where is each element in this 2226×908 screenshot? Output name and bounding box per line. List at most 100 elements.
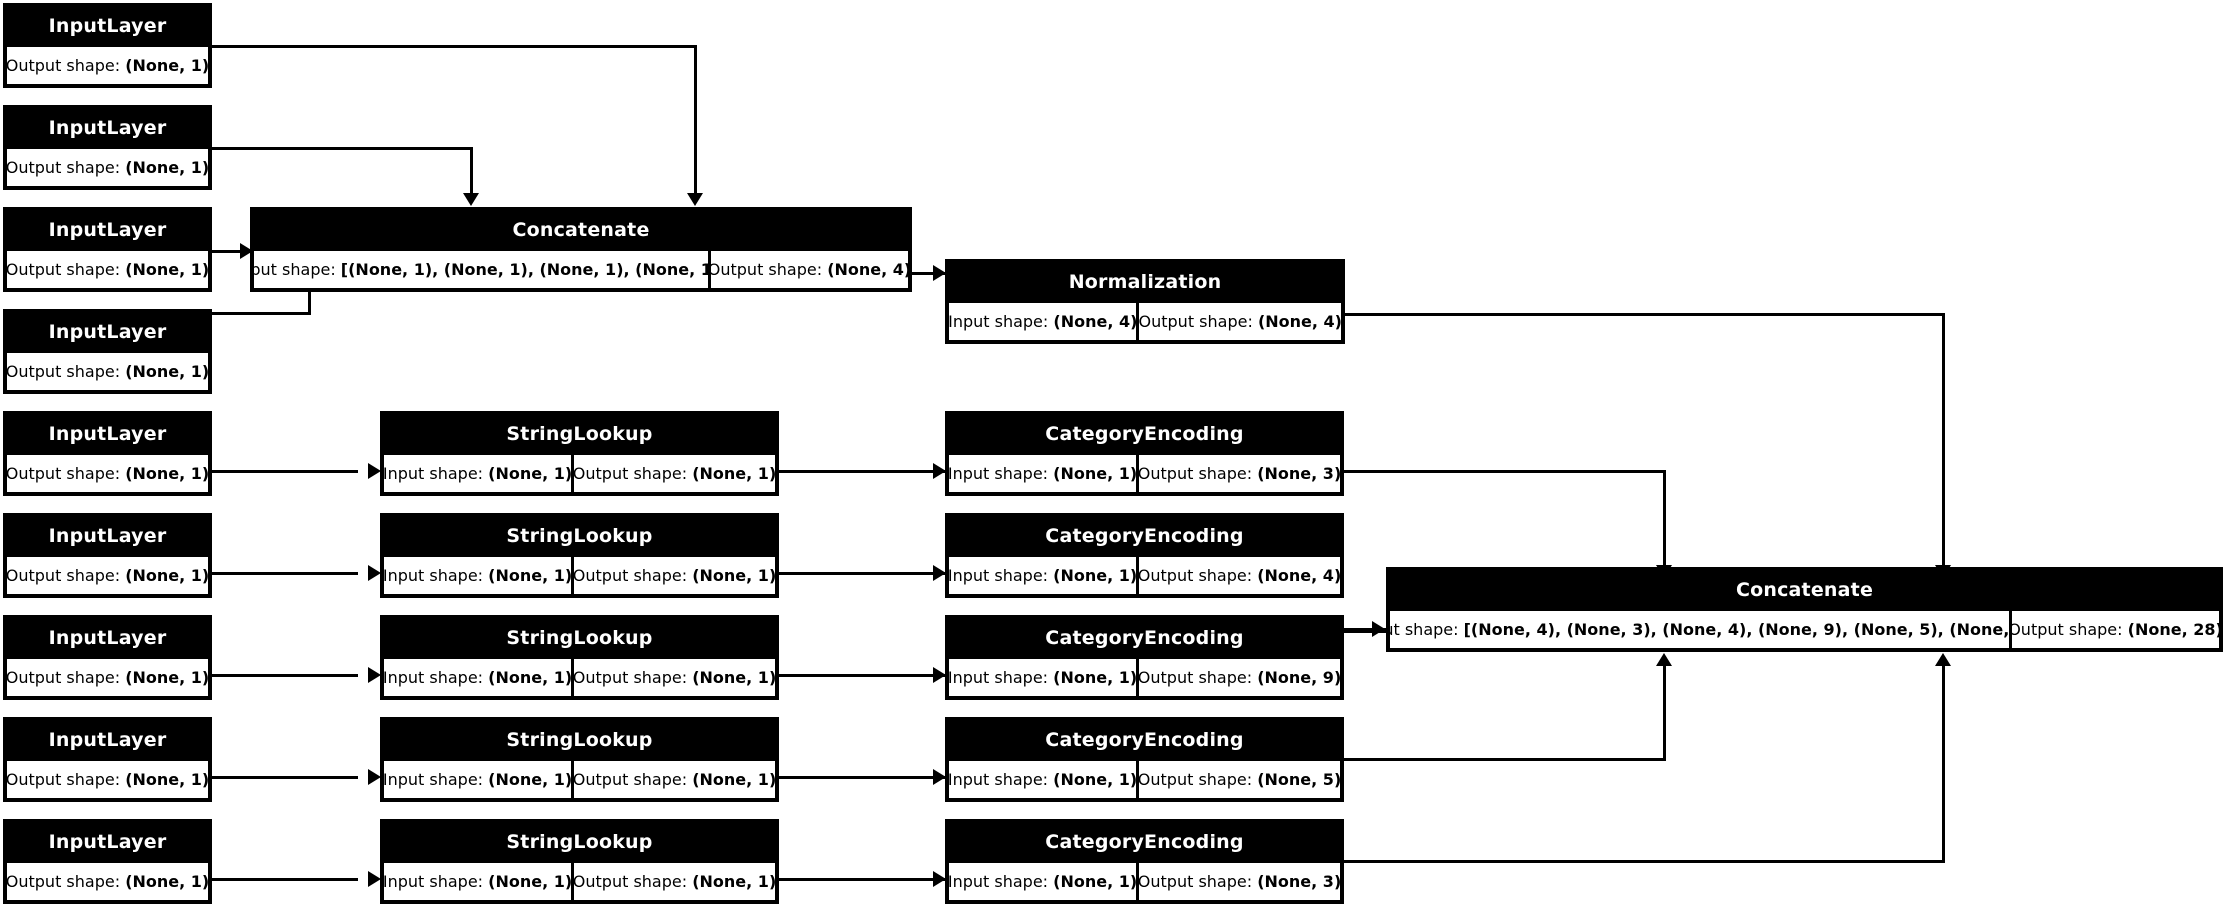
output-shape-value: (None, 4) — [1257, 312, 1342, 331]
output-shape-value: (None, 28) — [2127, 620, 2220, 639]
node-categoryencoding-4[interactable]: CategoryEncoding Input shape: (None, 1) … — [945, 717, 1344, 802]
node-input-shape: Input shape: (None, 1) — [383, 658, 573, 697]
output-shape-value: (None, 1) — [692, 464, 776, 483]
node-title: StringLookup — [383, 822, 776, 862]
node-inputlayer-8[interactable]: InputLayer Output shape: (None, 1) — [3, 717, 212, 802]
output-shape-value: (None, 1) — [692, 566, 776, 585]
node-categoryencoding-3[interactable]: CategoryEncoding Input shape: (None, 1) … — [945, 615, 1344, 700]
input-shape-label: Input shape: — [948, 566, 1049, 585]
node-concatenate-all[interactable]: Concatenate Input shape: [(None, 4), (No… — [1386, 567, 2223, 652]
node-output-shape: Output shape: (None, 1) — [572, 760, 776, 799]
input-shape-value: (None, 1) — [1053, 464, 1138, 483]
arrowhead-lookup3-encode3 — [933, 667, 946, 683]
edge-encode4-concatall — [1344, 758, 1666, 761]
arrowhead-input5-lookup1 — [368, 463, 381, 479]
node-inputlayer-5[interactable]: InputLayer Output shape: (None, 1) — [3, 411, 212, 496]
output-shape-value: (None, 4) — [1257, 566, 1341, 585]
output-shape-value: (None, 1) — [125, 260, 209, 279]
edge-encode4-concatall-rise — [1663, 664, 1666, 761]
node-input-shape: Input shape: (None, 1) — [383, 760, 573, 799]
output-shape-value: (None, 1) — [125, 566, 209, 585]
node-title: InputLayer — [6, 108, 209, 148]
output-shape-value: (None, 1) — [125, 668, 209, 687]
output-shape-label: Output shape: — [572, 872, 688, 891]
node-output-shape: Output shape: (None, 1) — [6, 352, 209, 391]
node-input-shape: Input shape: [(None, 4), (None, 3), (Non… — [1389, 610, 2010, 649]
edge-encode1-concatall-drop — [1663, 470, 1666, 567]
node-title: Normalization — [948, 262, 1342, 302]
output-shape-label: Output shape: — [1137, 770, 1253, 789]
edge-input3-concat — [212, 250, 254, 253]
node-output-shape: Output shape: (None, 1) — [6, 46, 209, 85]
node-title: InputLayer — [6, 720, 209, 760]
node-categoryencoding-2[interactable]: CategoryEncoding Input shape: (None, 1) … — [945, 513, 1344, 598]
output-shape-label: Output shape: — [2010, 620, 2123, 639]
input-shape-label: Input shape: — [948, 668, 1049, 687]
node-categoryencoding-1[interactable]: CategoryEncoding Input shape: (None, 1) … — [945, 411, 1344, 496]
input-shape-value: (None, 1) — [488, 872, 573, 891]
node-input-shape: Input shape: (None, 1) — [948, 556, 1138, 595]
input-shape-value: (None, 4) — [1053, 312, 1138, 331]
edge-concat-normalization — [912, 272, 945, 275]
edge-encode2-concatall — [1344, 628, 1386, 631]
node-output-shape: Output shape: (None, 3) — [1137, 454, 1341, 493]
input-shape-label: Input shape: — [253, 260, 336, 279]
arrowhead-input9-lookup5 — [368, 871, 381, 887]
output-shape-label: Output shape: — [6, 260, 121, 279]
node-stringlookup-4[interactable]: StringLookup Input shape: (None, 1) Outp… — [380, 717, 779, 802]
input-shape-label: Input shape: — [383, 464, 484, 483]
node-categoryencoding-5[interactable]: CategoryEncoding Input shape: (None, 1) … — [945, 819, 1344, 904]
node-inputlayer-7[interactable]: InputLayer Output shape: (None, 1) — [3, 615, 212, 700]
edge-input7-lookup3 — [212, 674, 358, 677]
node-title: CategoryEncoding — [948, 516, 1341, 556]
node-output-shape: Output shape: (None, 1) — [6, 454, 209, 493]
node-title: StringLookup — [383, 414, 776, 454]
node-inputlayer-3[interactable]: InputLayer Output shape: (None, 1) — [3, 207, 212, 292]
output-shape-value: (None, 9) — [1257, 668, 1341, 687]
node-title: CategoryEncoding — [948, 822, 1341, 862]
node-title: InputLayer — [6, 516, 209, 556]
output-shape-label: Output shape: — [572, 770, 688, 789]
node-title: InputLayer — [6, 414, 209, 454]
input-shape-value: (None, 1) — [488, 464, 573, 483]
node-stringlookup-2[interactable]: StringLookup Input shape: (None, 1) Outp… — [380, 513, 779, 598]
input-shape-label: Input shape: — [383, 566, 484, 585]
arrowhead-encode2-concatall — [1372, 621, 1385, 637]
output-shape-value: (None, 1) — [692, 770, 776, 789]
input-shape-value: (None, 1) — [1053, 770, 1138, 789]
output-shape-label: Output shape: — [6, 464, 121, 483]
node-concatenate-numeric[interactable]: Concatenate Input shape: [(None, 1), (No… — [250, 207, 912, 292]
node-output-shape: Output shape: (None, 1) — [6, 862, 209, 901]
edge-input2-concat-drop — [470, 147, 473, 195]
node-inputlayer-4[interactable]: InputLayer Output shape: (None, 1) — [3, 309, 212, 394]
node-output-shape: Output shape: (None, 1) — [6, 760, 209, 799]
node-input-shape: Input shape: (None, 1) — [948, 454, 1138, 493]
arrowhead-input7-lookup3 — [368, 667, 381, 683]
node-inputlayer-2[interactable]: InputLayer Output shape: (None, 1) — [3, 105, 212, 190]
input-shape-value: (None, 1) — [488, 668, 573, 687]
arrowhead-lookup2-encode2 — [933, 565, 946, 581]
output-shape-label: Output shape: — [1138, 312, 1253, 331]
arrowhead-input2-concat — [463, 193, 479, 206]
edge-encode5-concatall — [1344, 860, 1945, 863]
node-input-shape: Input shape: (None, 1) — [383, 556, 573, 595]
node-output-shape: Output shape: (None, 1) — [572, 454, 776, 493]
node-stringlookup-5[interactable]: StringLookup Input shape: (None, 1) Outp… — [380, 819, 779, 904]
node-inputlayer-6[interactable]: InputLayer Output shape: (None, 1) — [3, 513, 212, 598]
node-input-shape: Input shape: (None, 1) — [383, 454, 573, 493]
node-stringlookup-1[interactable]: StringLookup Input shape: (None, 1) Outp… — [380, 411, 779, 496]
arrowhead-concat-normalization — [933, 265, 946, 281]
arrowhead-lookup5-encode5 — [933, 871, 946, 887]
edge-input8-lookup4 — [212, 776, 358, 779]
input-shape-label: Input shape: — [948, 872, 1049, 891]
output-shape-label: Output shape: — [572, 566, 688, 585]
node-inputlayer-9[interactable]: InputLayer Output shape: (None, 1) — [3, 819, 212, 904]
node-stringlookup-3[interactable]: StringLookup Input shape: (None, 1) Outp… — [380, 615, 779, 700]
node-input-shape: Input shape: (None, 1) — [948, 760, 1138, 799]
arrowhead-input6-lookup2 — [368, 565, 381, 581]
input-shape-label: Input shape: — [383, 770, 484, 789]
node-input-shape: Input shape: (None, 1) — [948, 862, 1138, 901]
node-normalization[interactable]: Normalization Input shape: (None, 4) Out… — [945, 259, 1345, 344]
node-inputlayer-1[interactable]: InputLayer Output shape: (None, 1) — [3, 3, 212, 88]
node-output-shape: Output shape: (None, 28) — [2010, 610, 2220, 649]
